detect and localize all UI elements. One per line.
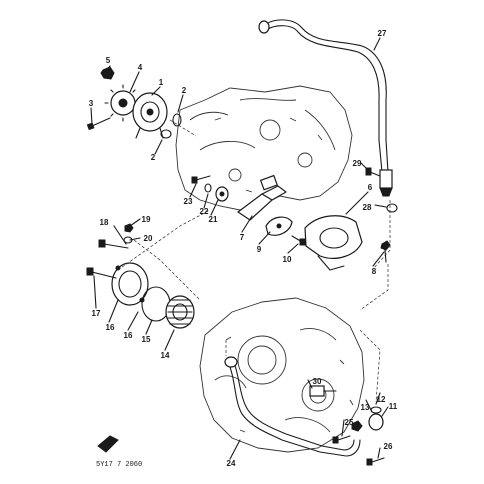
callout-30: 30 xyxy=(313,377,322,386)
callout-28: 28 xyxy=(363,203,372,212)
washer-5 xyxy=(100,66,115,80)
callout-14: 14 xyxy=(161,351,170,360)
callout-15: 15 xyxy=(142,335,151,344)
callout-17: 17 xyxy=(92,309,101,318)
callout-23: 23 xyxy=(184,197,193,206)
parts-21-22-23 xyxy=(191,175,229,202)
union-bolt-29 xyxy=(365,167,381,177)
oil-pump-assembly xyxy=(132,92,168,139)
callout-labels: 5 4 1 2 3 2 27 29 28 6 8 10 9 7 21 22 23… xyxy=(89,29,398,468)
bolt-3 xyxy=(86,117,111,131)
callout-16-b: 16 xyxy=(124,331,133,340)
callout-22: 22 xyxy=(200,207,209,216)
pin-o-ring xyxy=(172,113,182,127)
upper-crankcase-cover xyxy=(175,85,353,211)
callout-21: 21 xyxy=(209,215,218,224)
callout-4: 4 xyxy=(138,63,143,72)
callout-11: 11 xyxy=(389,402,398,411)
callout-2-upper: 2 xyxy=(182,86,187,95)
callout-19: 19 xyxy=(142,215,151,224)
callout-1: 1 xyxy=(159,78,164,87)
figure-code: 5Y17 7 2060 xyxy=(96,461,142,469)
oil-return-pipe xyxy=(224,356,361,457)
callout-10: 10 xyxy=(283,255,292,264)
bolt-25-26 xyxy=(332,435,385,466)
callout-27: 27 xyxy=(378,29,387,38)
screw-10 xyxy=(291,235,306,246)
oil-filter-cover xyxy=(111,262,149,306)
callout-25: 25 xyxy=(345,418,354,427)
leader-lines xyxy=(117,119,391,403)
callout-12: 12 xyxy=(377,395,386,404)
callout-18: 18 xyxy=(100,218,109,227)
callout-leaders xyxy=(90,37,389,460)
gasket-9 xyxy=(265,216,293,236)
corner-logo-icon xyxy=(97,435,119,453)
o-ring-2 xyxy=(160,129,172,139)
callout-16: 16 xyxy=(106,323,115,332)
fitting-11-12-13 xyxy=(351,406,384,432)
callout-26: 26 xyxy=(384,442,393,451)
union-fitting-30 xyxy=(309,385,337,397)
callout-7: 7 xyxy=(240,233,245,242)
callout-2: 2 xyxy=(151,153,156,162)
callout-3: 3 xyxy=(89,99,94,108)
lower-crankcase xyxy=(199,297,365,453)
oil-filter-element xyxy=(165,295,195,329)
oil-delivery-pipe xyxy=(258,19,393,197)
callout-9: 9 xyxy=(257,245,262,254)
callout-8: 8 xyxy=(372,267,377,276)
callout-6: 6 xyxy=(368,183,373,192)
copper-washer-28 xyxy=(386,203,398,213)
callout-20: 20 xyxy=(144,234,153,243)
filter-bolts xyxy=(86,223,134,279)
callout-13: 13 xyxy=(361,403,370,412)
oil-pump-cover xyxy=(304,215,391,271)
callout-24: 24 xyxy=(227,459,236,468)
callout-29: 29 xyxy=(353,159,362,168)
callout-5: 5 xyxy=(106,56,111,65)
rotor-shaft-7 xyxy=(236,174,287,221)
